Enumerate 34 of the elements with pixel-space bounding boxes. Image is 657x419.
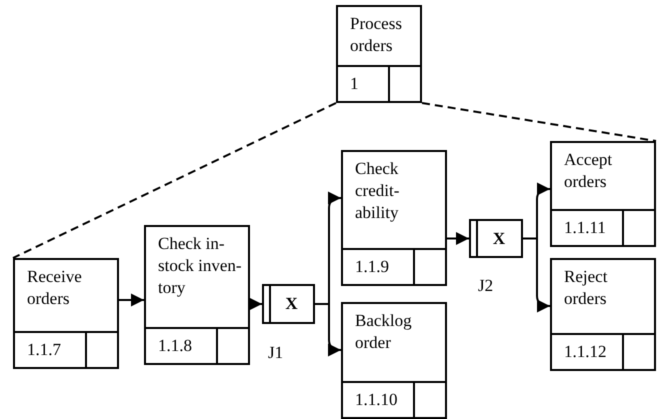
junction-box [469, 219, 523, 258]
junction-label: J2 [478, 276, 494, 296]
decomposition-line [12, 102, 336, 259]
arrow [315, 303, 342, 356]
decomposition-line [422, 102, 656, 142]
process-number: 1 [349, 73, 358, 95]
process-box [13, 258, 119, 369]
process-box [341, 150, 447, 286]
process-name: Receive orders [27, 266, 83, 310]
junction-type: X [492, 228, 506, 248]
arrow [523, 238, 550, 312]
process-box [341, 302, 447, 419]
process-number: 1.1.9 [354, 256, 389, 278]
arrow [447, 232, 469, 245]
process-number: 1.1.10 [354, 389, 398, 411]
process-number: 1.1.11 [563, 217, 606, 239]
process-number: 1.1.7 [26, 339, 61, 361]
process-name: Reject orders [564, 266, 608, 310]
arrow [249, 298, 262, 310]
process-number: 1.1.8 [157, 335, 192, 357]
junction-label: J1 [268, 343, 284, 363]
process-name: Check credit- ability [355, 158, 400, 224]
process-box [550, 141, 656, 247]
process-name: Backlog order [355, 310, 413, 354]
process-box [144, 225, 250, 365]
process-box [336, 5, 422, 103]
process-name: Process orders [350, 13, 403, 58]
process-box [550, 258, 656, 371]
junction-type: X [284, 294, 298, 314]
process-number: 1.1.12 [563, 341, 606, 363]
process-name: Accept orders [564, 149, 614, 194]
process-name: Check in-stock inven- tory [158, 233, 243, 300]
junction-box [262, 284, 315, 324]
arrow [119, 294, 144, 306]
